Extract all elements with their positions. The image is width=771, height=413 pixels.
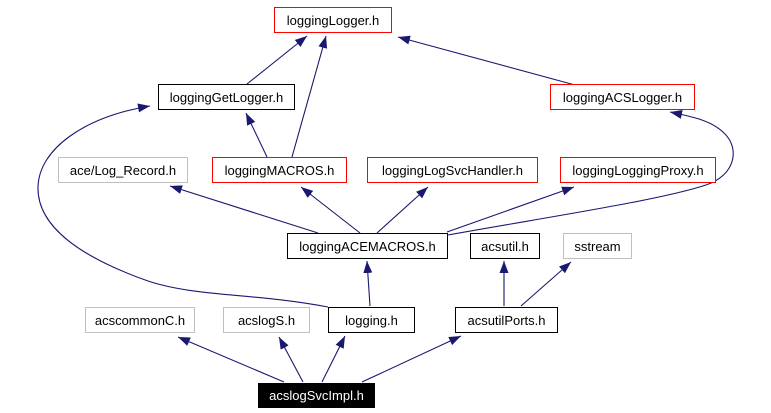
node-loggingMACROS-h[interactable]: loggingMACROS.h: [212, 157, 347, 183]
node-loggingACEMACROS-h[interactable]: loggingACEMACROS.h: [287, 233, 448, 259]
edge-acemacros-macros: [300, 186, 361, 234]
edge-svcimpl-acscommonc: [177, 336, 285, 383]
edge-macros-getlogger: [245, 112, 268, 158]
node-acslogSvcImpl-h-root: acslogSvcImpl.h: [258, 383, 375, 408]
node-logging-h[interactable]: logging.h: [328, 307, 415, 333]
edge-acsutilports-sstream: [520, 261, 572, 307]
node-acslogS-h: acslogS.h: [223, 307, 310, 333]
node-loggingLogSvcHandler-h[interactable]: loggingLogSvcHandler.h: [367, 157, 538, 183]
edge-svcimpl-logging: [321, 335, 346, 383]
edge-acemacros-logsvchandler: [376, 186, 429, 234]
edge-svcimpl-acsutilports: [361, 335, 462, 383]
node-acsutilPorts-h[interactable]: acsutilPorts.h: [455, 307, 558, 333]
edge-macros-logger: [291, 35, 328, 158]
node-ace-log-record-h: ace/Log_Record.h: [58, 157, 188, 183]
edge-acslogger-logger: [397, 35, 576, 86]
node-acscommonC-h: acscommonC.h: [85, 307, 195, 333]
edge-getlogger-logger: [246, 35, 308, 85]
node-acsutil-h[interactable]: acsutil.h: [470, 233, 540, 259]
edge-svcimpl-acslogs: [278, 336, 304, 383]
node-loggingACSLogger-h[interactable]: loggingACSLogger.h: [550, 84, 695, 110]
node-loggingLoggingProxy-h[interactable]: loggingLoggingProxy.h: [560, 157, 716, 183]
node-loggingLogger-h[interactable]: loggingLogger.h: [274, 7, 392, 33]
edge-acemacros-loggingproxy: [446, 186, 575, 233]
edge-acemacros-logrecord: [169, 185, 319, 234]
edge-logging-getlogger: [37, 103, 329, 308]
edge-logging-acemacros: [363, 260, 373, 307]
edge-acemacros-acslogger: [447, 110, 734, 236]
node-loggingGetLogger-h[interactable]: loggingGetLogger.h: [158, 84, 295, 110]
node-sstream: sstream: [563, 233, 632, 259]
